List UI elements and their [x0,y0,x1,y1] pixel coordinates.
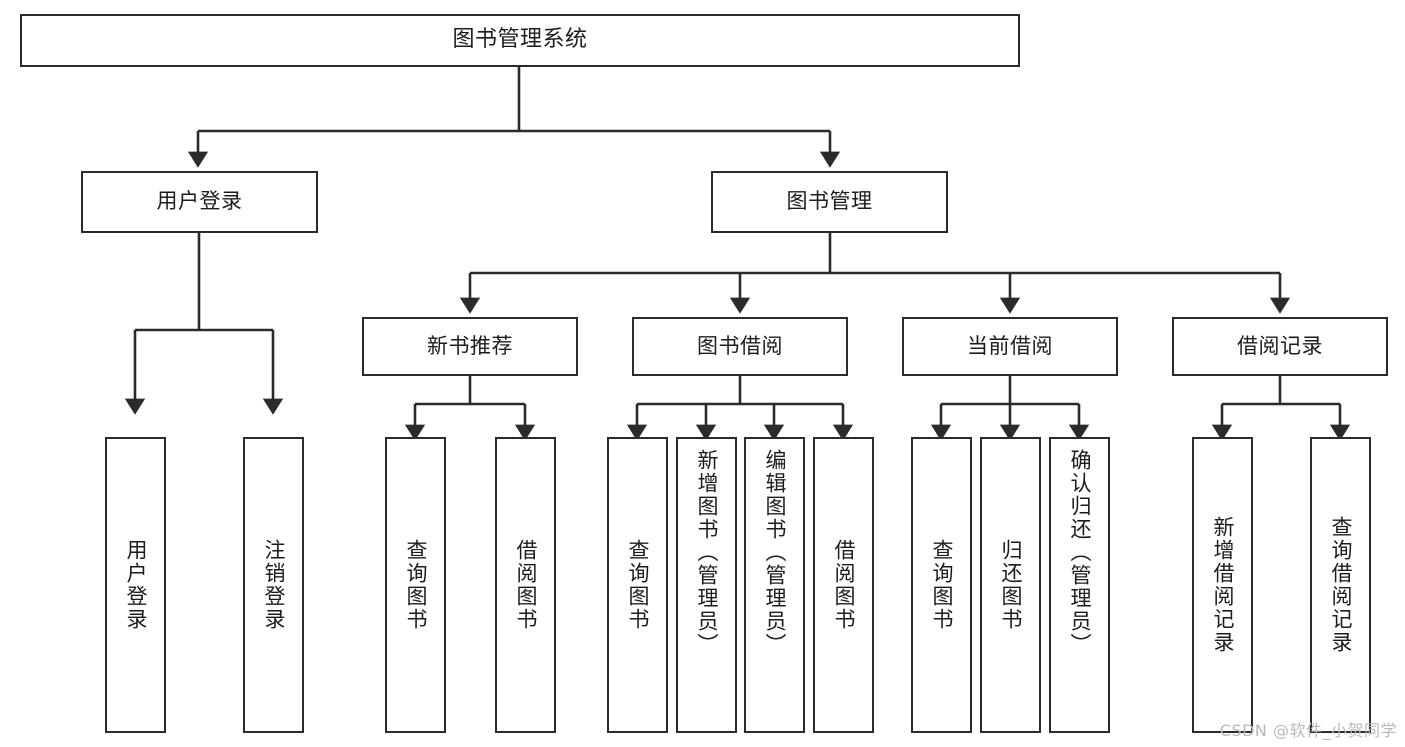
edges-current-borrow-to-leaves [930,376,1090,441]
node-leaf-query-book-2[interactable]: 查询图书 [607,437,668,733]
node-borrow-record[interactable]: 借阅记录 [1172,317,1388,376]
node-book-manage-label: 图书管理 [786,189,873,214]
node-leaf-add-borrow-record-label: 新增借阅记录 [1210,516,1235,654]
edges-book-borrow-to-leaves [626,376,854,441]
node-leaf-borrow-book-2-label: 借阅图书 [831,539,856,631]
node-root-system[interactable]: 图书管理系统 [20,14,1020,67]
node-leaf-return-book[interactable]: 归还图书 [980,437,1041,733]
node-leaf-logout-login-label: 注销登录 [261,539,286,631]
edges-book-manage-to-level3 [459,233,1291,314]
edges-borrow-record-to-leaves [1211,376,1351,441]
node-leaf-add-book-label: 新增图书（管理员） [694,449,719,656]
node-leaf-edit-book-label: 编辑图书（管理员） [762,449,787,656]
watermark-text: CSDN @软件_小贺同学 [1219,721,1397,740]
node-leaf-user-login[interactable]: 用户登录 [105,437,166,733]
node-leaf-borrow-book-1-label: 借阅图书 [513,539,538,631]
node-current-borrow[interactable]: 当前借阅 [902,317,1118,376]
node-leaf-add-borrow-record[interactable]: 新增借阅记录 [1192,437,1253,733]
node-leaf-query-book-3-label: 查询图书 [929,539,954,631]
node-leaf-query-book-3[interactable]: 查询图书 [911,437,972,733]
node-leaf-add-book[interactable]: 新增图书（管理员） [676,437,737,733]
node-new-book-recommend-label: 新书推荐 [427,333,513,358]
node-leaf-edit-book[interactable]: 编辑图书（管理员） [744,437,805,733]
node-leaf-query-borrow-record[interactable]: 查询借阅记录 [1310,437,1371,733]
edges-new-book-recommend-to-leaves [404,376,536,441]
node-leaf-borrow-book-1[interactable]: 借阅图书 [495,437,556,733]
node-root-system-label: 图书管理系统 [452,27,588,53]
node-leaf-user-login-label: 用户登录 [123,539,148,631]
node-leaf-confirm-return-label: 确认归还（管理员） [1067,449,1092,656]
node-book-manage[interactable]: 图书管理 [711,171,948,233]
edges-user-login-to-leaves [124,233,284,415]
node-leaf-confirm-return[interactable]: 确认归还（管理员） [1049,437,1110,733]
node-current-borrow-label: 当前借阅 [967,333,1053,358]
node-book-borrow[interactable]: 图书借阅 [632,317,848,376]
node-new-book-recommend[interactable]: 新书推荐 [362,317,578,376]
node-leaf-query-borrow-record-label: 查询借阅记录 [1328,516,1353,654]
node-borrow-record-label: 借阅记录 [1237,333,1323,358]
node-leaf-query-book-1[interactable]: 查询图书 [385,437,446,733]
node-leaf-query-book-2-label: 查询图书 [625,539,650,631]
node-leaf-return-book-label: 归还图书 [998,539,1023,631]
node-user-login[interactable]: 用户登录 [81,171,318,233]
node-book-borrow-label: 图书借阅 [697,333,783,358]
edges-root-to-level2 [187,67,841,168]
node-leaf-logout-login[interactable]: 注销登录 [243,437,304,733]
node-user-login-label: 用户登录 [156,189,243,214]
node-leaf-borrow-book-2[interactable]: 借阅图书 [813,437,874,733]
node-leaf-query-book-1-label: 查询图书 [403,539,428,631]
